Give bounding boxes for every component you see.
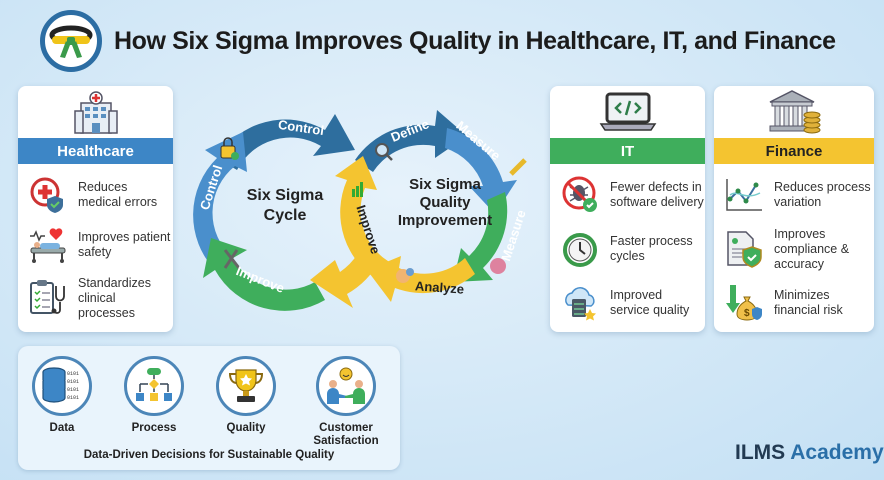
left-cycle-center: Six Sigma Cycle (246, 187, 324, 224)
cloud-server-star-icon (560, 283, 600, 323)
finance-card: Finance Reduces process variation Improv… (714, 86, 874, 332)
list-item: $ Minimizes financial risk (724, 278, 874, 328)
left-control-top-arrow (217, 114, 355, 170)
svg-text:0101: 0101 (67, 387, 79, 393)
hospital-icon (18, 86, 173, 138)
ruler-icon (509, 158, 527, 176)
tools-icon (223, 249, 241, 269)
svg-text:0101: 0101 (67, 371, 79, 377)
list-item: Improved service quality (560, 278, 705, 328)
left-control-side-arrow (193, 132, 247, 270)
stopwatch-icon (560, 229, 600, 269)
brain-icon (490, 258, 506, 274)
bar-chart-icon (352, 182, 363, 197)
bank-coins-icon (714, 86, 874, 138)
svg-text:$: $ (744, 308, 750, 319)
tagline: Data-Driven Decisions for Sustainable Qu… (83, 449, 335, 461)
measure-right-arrow (453, 192, 508, 282)
list-item: Improves compliance & accuracy (724, 220, 874, 278)
laptop-code-icon (550, 86, 705, 138)
brand-logo: ILMS Academy (735, 441, 884, 464)
healthcare-band: Healthcare (18, 138, 173, 164)
it-card: IT Fewer defects in software delivery Fa… (550, 86, 705, 332)
magnifier-icon (375, 143, 393, 161)
clipboard-stethoscope-icon (28, 278, 68, 318)
right-cycle-center: Six Sigma Quality Improvement (397, 176, 493, 229)
lock-icon (220, 137, 239, 160)
belt-icon (40, 10, 102, 72)
header: How Six Sigma Improves Quality in Health… (40, 10, 836, 72)
six-sigma-cycles-diagram (193, 110, 527, 311)
pillar-customer-satisfaction: Customer Satisfaction (306, 356, 386, 448)
trophy-icon (216, 356, 276, 416)
improve-left-arrow (335, 156, 393, 282)
svg-text:0101: 0101 (67, 395, 79, 401)
list-item: Faster process cycles (560, 224, 705, 274)
list-item: Reduces medical errors (28, 170, 173, 220)
document-shield-icon (724, 229, 764, 269)
list-item: Fewer defects in software delivery (560, 170, 705, 220)
flowchart-icon (124, 356, 184, 416)
pillar-quality: Quality (214, 356, 278, 435)
medical-cross-shield-icon (28, 175, 68, 215)
measure-top-arrow (445, 128, 517, 214)
database-icon: 0101 0101 0101 0101 (32, 356, 92, 416)
healthcare-card: Healthcare Reduces medical errors Improv… (18, 86, 173, 332)
line-chart-icon (724, 175, 764, 215)
finance-band: Finance (714, 138, 874, 164)
patient-bed-heart-icon (28, 225, 68, 265)
page-title: How Six Sigma Improves Quality in Health… (114, 26, 836, 55)
it-band: IT (550, 138, 705, 164)
handshake-icon (316, 356, 376, 416)
gears-head-icon (396, 268, 414, 283)
pillar-process: Process (122, 356, 186, 435)
analyze-arrow (367, 256, 475, 302)
list-item: Standardizes clinical processes (28, 270, 173, 326)
list-item: Reduces process variation (724, 170, 874, 220)
money-bag-down-icon: $ (724, 283, 764, 323)
svg-text:0101: 0101 (67, 379, 79, 385)
no-bug-icon (560, 175, 600, 215)
list-item: Improves patient safety (28, 220, 173, 270)
